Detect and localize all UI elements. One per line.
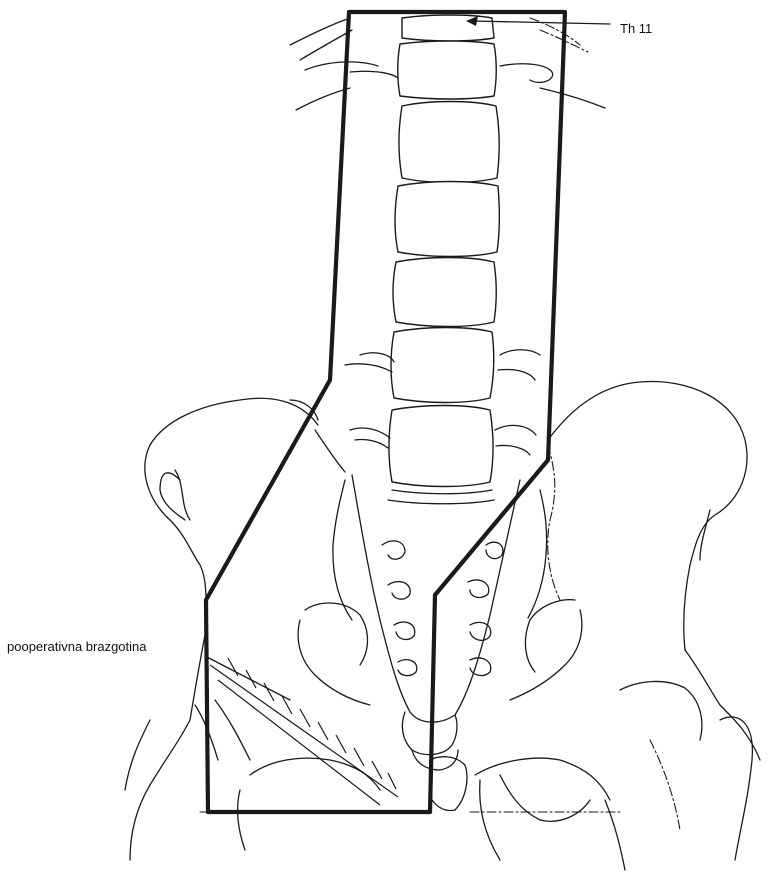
- vertebra-l2: [395, 182, 499, 257]
- vertebra-l3: [393, 258, 496, 327]
- th11-label: Th 11: [620, 21, 652, 36]
- vertebra-th12: [398, 41, 497, 99]
- vertebra-l4: [391, 328, 494, 403]
- vertebra-l5: [389, 406, 493, 487]
- vertebral-column: [345, 15, 540, 504]
- radiation-field-outline: [206, 12, 565, 812]
- scar-leader-line: [205, 656, 290, 700]
- scar-label: pooperativna brazgotina: [7, 639, 147, 654]
- vertebra-l1: [399, 102, 499, 183]
- postoperative-scar: [210, 658, 398, 805]
- vertebra-th11: [402, 15, 494, 41]
